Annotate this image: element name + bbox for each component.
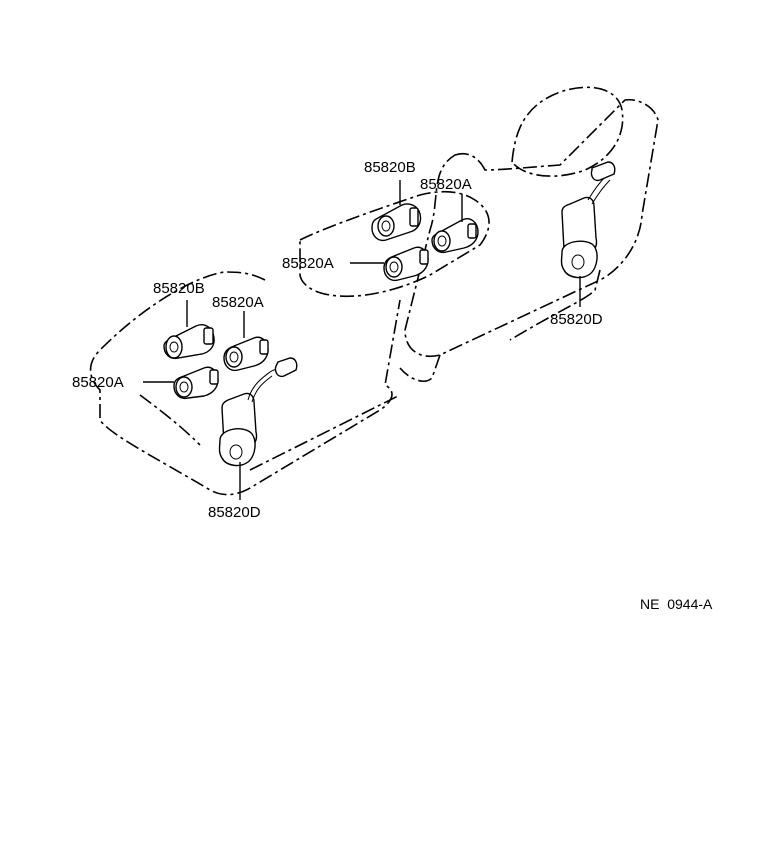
seat-outline bbox=[89, 86, 659, 496]
label-rear-top-b: 85820B bbox=[364, 159, 416, 176]
label-front-top-b: 85820B bbox=[153, 280, 205, 297]
label-rear-mid-a: 85820A bbox=[282, 255, 334, 272]
motor-85820d-right bbox=[560, 161, 616, 307]
label-front-top-a: 85820A bbox=[212, 294, 264, 311]
label-rear-top-a: 85820A bbox=[420, 176, 472, 193]
label-front-mid-a: 85820A bbox=[72, 374, 124, 391]
label-rear-right-d: 85820D bbox=[550, 311, 603, 328]
part-labels: 85820B 85820A 85820A 85820B 85820A 85820… bbox=[72, 159, 713, 612]
motor-85820a-upper-right bbox=[431, 194, 479, 254]
motor-85820a-upper-left bbox=[350, 246, 429, 282]
motor-85820b-lower bbox=[163, 300, 215, 360]
motor-85820a-lower-left bbox=[143, 366, 219, 400]
reference-code: NE 0944-A bbox=[640, 596, 713, 612]
motor-85820d-lower bbox=[218, 357, 298, 500]
motor-85820a-lower-right bbox=[223, 311, 269, 372]
motor-85820b-upper bbox=[371, 180, 422, 242]
label-front-bottom-d: 85820D bbox=[208, 504, 261, 521]
